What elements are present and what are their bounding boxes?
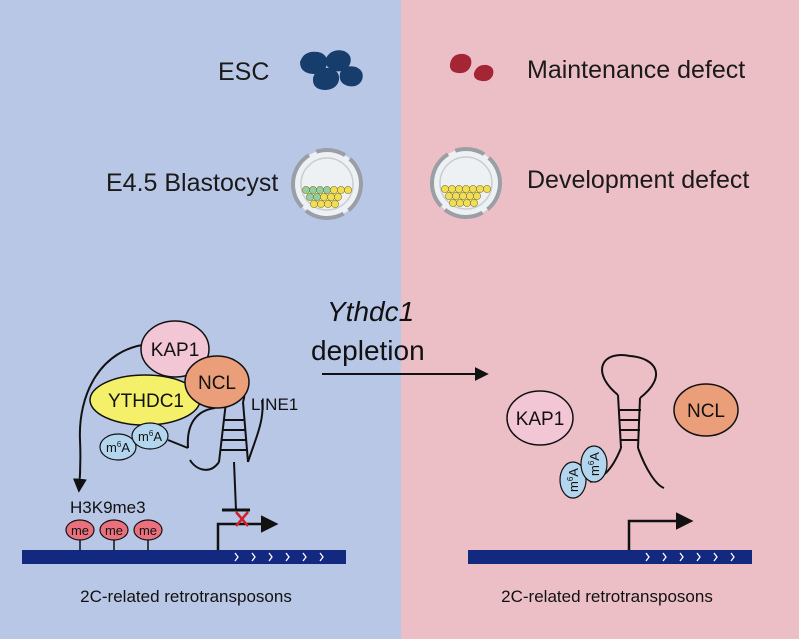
me-label: me — [71, 523, 89, 538]
blastocyst-cell — [327, 193, 335, 201]
right-stem-rungs — [618, 409, 641, 441]
m6a-mark: m6A — [559, 461, 587, 499]
me-mark — [99, 519, 129, 541]
ncl-label: NCL — [198, 373, 236, 394]
blastocyst-cell — [441, 185, 449, 193]
blastocyst-cell — [313, 193, 321, 201]
svg-text:m6A: m6A — [106, 440, 130, 455]
blastocyst-cell — [476, 185, 484, 193]
left-locus-label: 2C-related retrotransposons — [80, 587, 292, 606]
blastocyst-cell — [459, 192, 467, 200]
m6a-mark: m6A — [580, 445, 608, 483]
blastocyst-cell — [483, 185, 491, 193]
defective-blastocyst-icon — [430, 147, 502, 219]
blastocyst-cell — [323, 186, 331, 194]
right-kap1-protein — [506, 390, 574, 446]
blastocyst-cell — [445, 192, 453, 200]
repression-line — [233, 461, 237, 511]
h3k9me3-label: H3K9me3 — [70, 498, 146, 517]
blastocyst-cell — [463, 199, 471, 207]
ythdc1-gene-label: Ythdc1 — [327, 296, 414, 327]
blastocyst-cell — [324, 200, 332, 208]
m6a-mark: m6A — [131, 422, 169, 450]
right-ncl-label: NCL — [687, 401, 725, 422]
blastocyst-cell — [330, 186, 338, 194]
depletion-label: depletion — [311, 335, 425, 366]
maintenance-defect-label: Maintenance defect — [527, 56, 745, 84]
blastocyst-cell — [455, 185, 463, 193]
blastocyst-cell — [473, 192, 481, 200]
blastocyst-cell — [309, 186, 317, 194]
left-dna-chevrons — [234, 552, 324, 562]
left-promoter-arrow — [216, 515, 279, 550]
blastocyst-cell — [331, 200, 339, 208]
blastocyst-label: E4.5 Blastocyst — [106, 169, 278, 197]
svg-text:m6A: m6A — [138, 429, 162, 444]
blastocyst-cell — [452, 192, 460, 200]
normal-blastocyst-icon — [291, 148, 363, 220]
blastocyst-cell — [448, 185, 456, 193]
me-mark — [65, 519, 95, 541]
blastocyst-cell — [306, 193, 314, 201]
right-promoter-arrow — [627, 512, 694, 550]
esc-cells-icon — [300, 50, 363, 90]
m6a-marks: m6A m6A — [99, 422, 189, 461]
esc-label: ESC — [218, 58, 269, 86]
kap1-label: KAP1 — [151, 340, 200, 361]
blastocyst-cell — [470, 199, 478, 207]
blastocyst-cell — [469, 185, 477, 193]
right-locus-label: 2C-related retrotransposons — [501, 587, 713, 606]
me-label: me — [105, 523, 123, 538]
blastocyst-cell — [344, 186, 352, 194]
defect-cells-icon — [449, 53, 494, 82]
line1-stem-rungs — [221, 419, 247, 451]
blastocyst-cell — [456, 199, 464, 207]
blastocyst-cell — [337, 186, 345, 194]
blastocyst-cell — [334, 193, 342, 201]
blastocyst-cell — [462, 185, 470, 193]
right-m6a-marks: m6A m6A — [559, 445, 608, 499]
development-defect-label: Development defect — [527, 166, 749, 194]
right-dna-strand — [468, 550, 752, 564]
blocked-x-icon — [235, 511, 249, 527]
me-mark — [133, 519, 163, 541]
me-label: me — [139, 523, 157, 538]
line1-rna — [186, 407, 216, 449]
right-dna-chevrons — [645, 552, 735, 562]
right-ncl-protein — [673, 383, 739, 437]
blastocyst-cell — [317, 200, 325, 208]
blastocyst-cell — [310, 200, 318, 208]
blastocyst-cell — [302, 186, 310, 194]
blastocyst-cell — [320, 193, 328, 201]
kap1-protein — [140, 320, 210, 378]
right-derepression-model: KAP1 NCL m6A m6A 2C-related retrotranspos… — [468, 354, 752, 606]
h3k9me3-arrow — [72, 343, 151, 493]
blastocyst-cell — [449, 199, 457, 207]
ythdc1-label: YTHDC1 — [108, 391, 184, 412]
left-dna-strand — [22, 550, 346, 564]
blastocyst-cell — [466, 192, 474, 200]
svg-text:m6A: m6A — [566, 468, 581, 492]
m6a-mark: m6A — [99, 433, 137, 461]
h3k9me3-marks: me me me — [65, 519, 163, 550]
svg-text:m6A: m6A — [587, 452, 602, 476]
right-kap1-label: KAP1 — [516, 409, 565, 430]
ncl-protein — [184, 355, 250, 409]
line1-label: LINE1 — [251, 395, 298, 414]
right-panel-background — [401, 0, 799, 639]
blastocyst-cell — [316, 186, 324, 194]
